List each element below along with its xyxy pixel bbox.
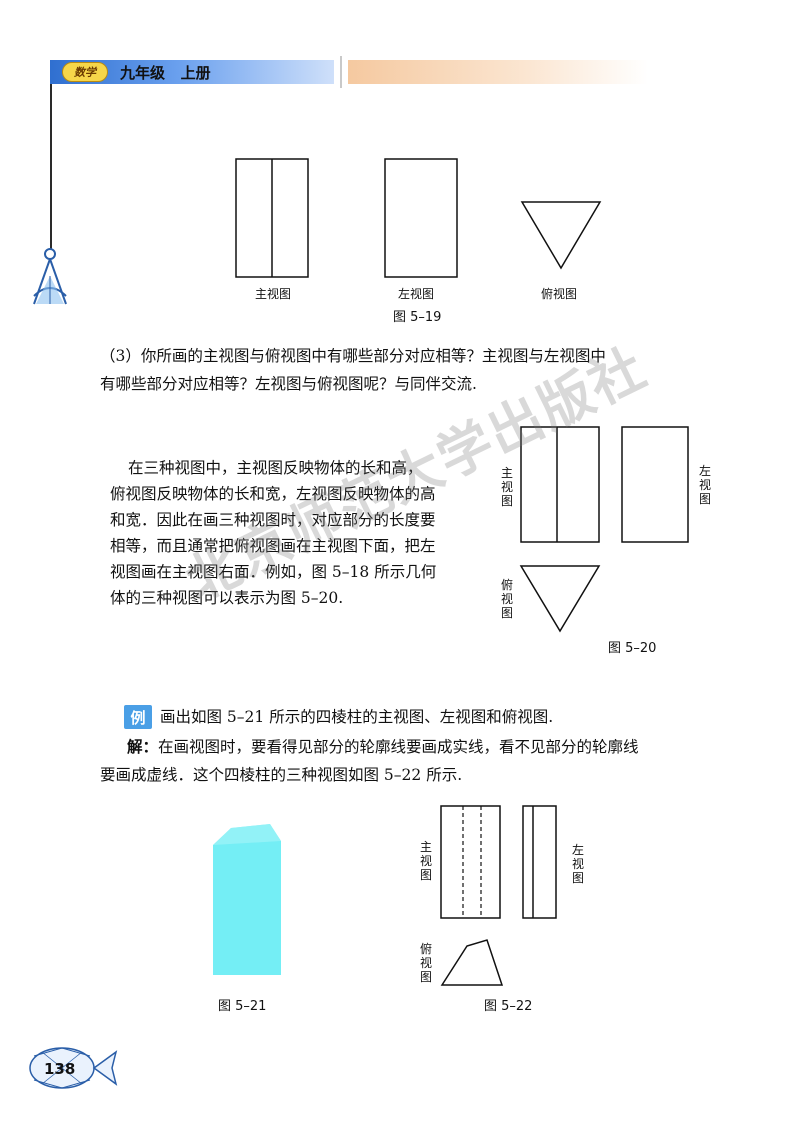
fish-ornament-icon (29, 1047, 118, 1089)
fig21-prism (213, 824, 281, 975)
compass-ornament-icon (33, 248, 67, 305)
para-line-3: 和宽．因此在画三种视图时，对应部分的长度要 (110, 511, 436, 529)
example-question: 画出如图 5–21 所示的四棱柱的主视图、左视图和俯视图. (160, 708, 554, 726)
fig19-label-left: 左视图 (398, 287, 435, 301)
fig20-label-main: 主视图 (500, 466, 513, 508)
fig19-main-view (235, 158, 309, 278)
question3-line1: （3）你所画的主视图与俯视图中有哪些部分对应相等？主视图与左视图中 (100, 347, 606, 365)
para-line-6: 体的三种视图可以表示为图 5–20. (110, 589, 344, 607)
header-gradient-bar (348, 60, 648, 84)
fig22-label-top: 俯视图 (419, 942, 432, 984)
margin-line (50, 84, 52, 256)
para-line-5: 视图画在主视图右面．例如，图 5–18 所示几何 (110, 563, 437, 581)
fig22-main-view (440, 805, 501, 919)
page-number: 138 (44, 1060, 76, 1078)
header-divider (340, 56, 342, 88)
fig20-label-left: 左视图 (698, 464, 711, 506)
fig22-label-left: 左视图 (571, 843, 584, 885)
fig19-left-view (384, 158, 458, 278)
math-logo: 数学 (62, 62, 108, 82)
fig22-left-view (522, 805, 557, 919)
fig22-label-main: 主视图 (419, 840, 432, 882)
example-badge: 例 (124, 705, 152, 729)
fig19-label-main: 主视图 (255, 287, 292, 301)
question3-line2: 有哪些部分对应相等？左视图与俯视图呢？与同伴交流. (100, 375, 477, 393)
fig20-caption: 图 5–20 (608, 641, 657, 656)
fig19-caption: 图 5–19 (393, 310, 442, 325)
fig19-label-top: 俯视图 (541, 287, 578, 301)
fig22-caption: 图 5–22 (484, 999, 533, 1014)
fig19-top-view (520, 201, 602, 270)
fig22-top-view (440, 939, 504, 986)
book-title: 九年级 上册 (120, 64, 211, 82)
fig20-label-top: 俯视图 (500, 578, 513, 620)
solution-line2: 要画成虚线．这个四棱柱的三种视图如图 5–22 所示. (100, 766, 463, 784)
fig20-left-view (621, 426, 689, 543)
para-line-1: 在三种视图中，主视图反映物体的长和高， (128, 459, 423, 477)
solution-label: 解： (127, 737, 159, 756)
para-line-2: 俯视图反映物体的长和宽，左视图反映物体的高 (110, 485, 436, 503)
fig21-caption: 图 5–21 (218, 999, 267, 1014)
solution-line1: 解：在画视图时，要看得见部分的轮廓线要画成实线，看不见部分的轮廓线 (127, 735, 639, 757)
solution-text-1: 在画视图时，要看得见部分的轮廓线要画成实线，看不见部分的轮廓线 (158, 738, 639, 756)
fig20-top-view (519, 565, 601, 633)
para-line-4: 相等，而且通常把俯视图画在主视图下面，把左 (110, 537, 436, 555)
